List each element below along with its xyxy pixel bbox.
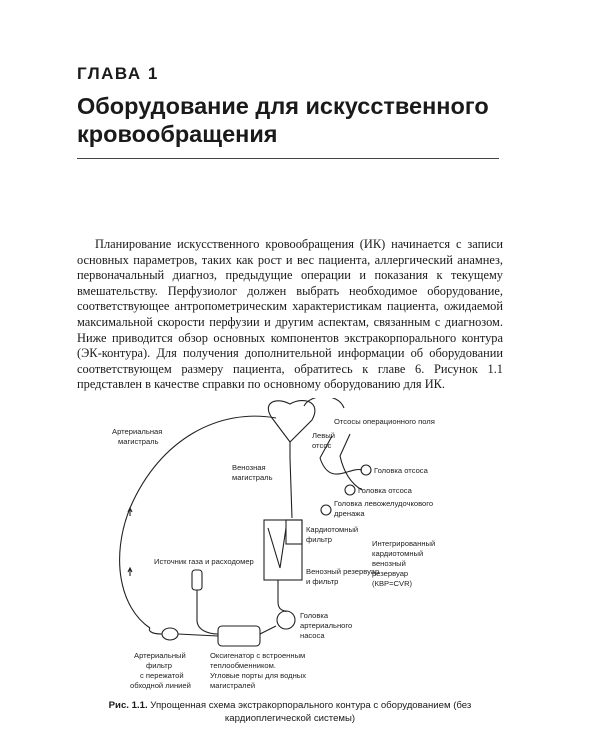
title-divider bbox=[77, 158, 499, 159]
label-art-filter-3: с пережатой bbox=[140, 671, 184, 680]
sucker-tube-1 bbox=[319, 457, 363, 475]
label-cvr-1: Интегрированный bbox=[372, 539, 435, 548]
label-lv-vent-2: дренажа bbox=[334, 509, 365, 518]
sucker-head-1 bbox=[360, 464, 372, 476]
sucker-lines bbox=[319, 433, 351, 459]
cardiotomy-filter-box bbox=[285, 519, 303, 545]
reservoir-body bbox=[263, 519, 303, 581]
label-art-filter-1: Артериальный bbox=[134, 651, 186, 660]
label-venous-reservoir-1: Венозный резервуар bbox=[306, 567, 379, 576]
label-sucker-head-1: Головка отсоса bbox=[374, 466, 429, 475]
label-venous-line-1: Венозная bbox=[232, 463, 266, 472]
arterial-filter bbox=[161, 627, 179, 641]
gas-line bbox=[196, 590, 219, 635]
label-gas-source: Источник газа и расходомер bbox=[154, 557, 254, 566]
circuit-svg: Артериальная магистраль Отсосы операцион… bbox=[112, 395, 435, 690]
sucker-tube-2 bbox=[339, 455, 363, 491]
cpb-circuit-diagram: Артериальная магистраль Отсосы операцион… bbox=[100, 395, 520, 698]
venous-line-path bbox=[289, 442, 293, 519]
label-cvr-3: венозный bbox=[372, 559, 406, 568]
label-left-sucker-1: Левый bbox=[312, 431, 335, 440]
label-oxy-2: теплообменником. bbox=[210, 661, 276, 670]
caption-label: Рис. 1.1. bbox=[108, 700, 148, 711]
label-venous-line-2: магистраль bbox=[232, 473, 273, 482]
label-oxy-1: Оксигенатор с встроенным bbox=[210, 651, 305, 660]
pump-inlet bbox=[277, 601, 287, 613]
label-left-sucker-2: отсос bbox=[312, 441, 332, 450]
label-arterial-line-2: магистраль bbox=[118, 437, 159, 446]
chapter-label: ГЛАВА 1 bbox=[77, 64, 159, 83]
label-cardiotomy-2: фильтр bbox=[306, 535, 332, 544]
oxy-to-filter bbox=[177, 633, 219, 637]
filter-to-line bbox=[148, 627, 163, 635]
label-cvr-4: резервуар bbox=[372, 569, 408, 578]
label-oxy-4: магистралей bbox=[210, 681, 255, 690]
return-loop bbox=[303, 395, 345, 409]
arterial-line-path bbox=[119, 415, 277, 629]
body-paragraph: Планирование искусственного кровообращен… bbox=[77, 237, 503, 392]
label-oxy-3: Угловые порты для водных bbox=[210, 671, 306, 680]
label-pump-1: Головка bbox=[300, 611, 329, 620]
flow-arrow-2 bbox=[127, 566, 133, 576]
filter-cone bbox=[267, 527, 287, 569]
label-pump-3: насоса bbox=[300, 631, 325, 640]
gas-cylinder bbox=[191, 569, 203, 591]
label-sucker-lines: Отсосы операционного поля bbox=[334, 417, 435, 426]
heart-icon bbox=[267, 400, 316, 443]
label-sucker-head-2: Головка отсоса bbox=[358, 486, 413, 495]
figure-caption: Рис. 1.1. Упрощенная схема экстракорпора… bbox=[77, 700, 503, 725]
flow-arrow-1 bbox=[127, 506, 133, 516]
label-venous-reservoir-2: и фильтр bbox=[306, 577, 338, 586]
caption-text: Упрощенная схема экстракорпорального кон… bbox=[147, 700, 472, 724]
label-arterial-line-1: Артериальная bbox=[112, 427, 162, 436]
label-lv-vent-1: Головка левожелудочкового bbox=[334, 499, 433, 508]
label-cardiotomy-1: Кардиотомный bbox=[306, 525, 358, 534]
label-pump-2: артериального bbox=[300, 621, 352, 630]
chapter-title: Оборудование для искусственного кровообр… bbox=[77, 93, 489, 147]
label-art-filter-4: обходной линией bbox=[130, 681, 191, 690]
lv-vent-head bbox=[320, 504, 332, 516]
label-cvr-2: кардиотомный bbox=[372, 549, 423, 558]
pump-to-oxy bbox=[259, 625, 277, 635]
arterial-pump-head bbox=[276, 610, 296, 630]
label-cvr-5: (КВР=CVR) bbox=[372, 579, 413, 588]
label-art-filter-2: фильтр bbox=[146, 661, 172, 670]
sucker-head-2 bbox=[344, 484, 356, 496]
oxygenator-body bbox=[217, 625, 261, 647]
